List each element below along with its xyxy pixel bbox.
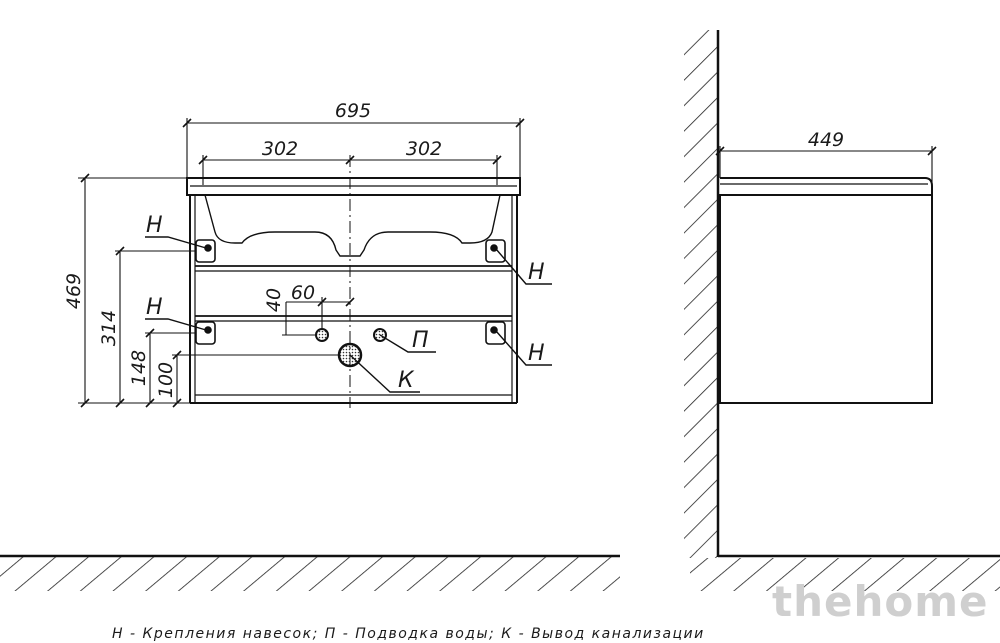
callout-mount-bottom-right: Н [528,341,545,366]
cabinet-side-view [719,177,933,404]
legend-caption: Н - Крепления навесок; П - Подводка воды… [112,626,705,642]
floor-front [0,554,620,591]
callout-mount-top-right: Н [528,260,545,285]
mount-bracket-top-left [195,239,216,263]
cabinet-front-view [186,155,521,408]
floor-side [690,554,1000,591]
callout-leaders [145,236,552,393]
callout-mount-bottom-left: Н [146,295,163,320]
dim-overall-height: 469 [63,273,85,309]
watermark-logo: thehome [772,577,988,626]
dim-right-offset: 302 [406,138,442,160]
callout-water: П [412,328,429,353]
dim-left-offset: 302 [262,138,298,160]
dimension-ticks [80,118,937,408]
callout-drain: К [398,368,415,393]
dim-water-drop: 40 [263,288,285,312]
mount-bracket-bottom-left [195,321,216,345]
pipes [315,328,387,368]
dim-drain-height: 100 [155,362,177,398]
wall-side [684,30,720,558]
dim-depth: 449 [808,129,844,151]
callout-mount-top-left: Н [146,213,163,238]
dim-water-height: 148 [128,350,150,386]
dim-mount-height: 314 [98,310,120,346]
water-inlet-left-icon [315,328,329,342]
dim-overall-width: 695 [335,100,371,122]
mount-brackets [195,239,506,345]
dim-water-spacing: 60 [291,282,315,304]
